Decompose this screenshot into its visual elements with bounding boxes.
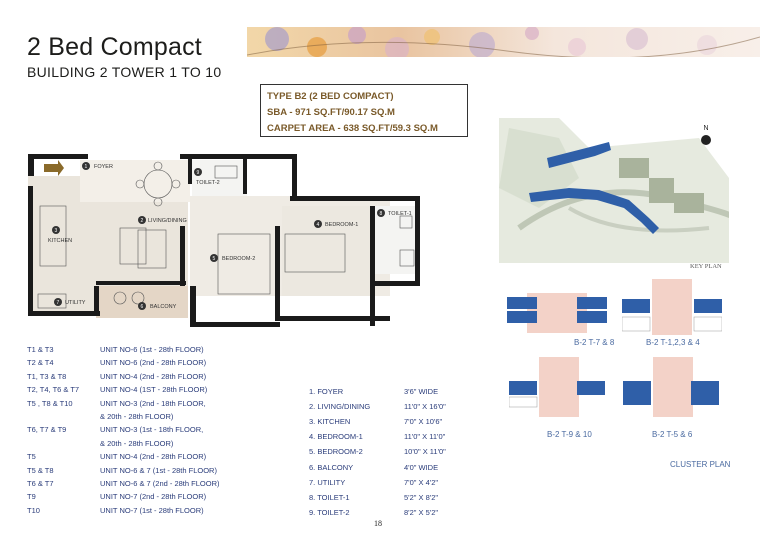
marker-8: 8 [380,211,383,217]
page-subtitle: BUILDING 2 TOWER 1 TO 10 [27,64,222,80]
cluster-label-t7-8: B-2 T-7 & 8 [574,338,615,347]
label-balcony: BALCONY [150,304,177,310]
north-label: N [704,125,709,132]
label-utility: UTILITY [65,300,86,306]
key-plan-map: N [499,118,729,263]
label-kitchen: KITCHEN [48,238,72,244]
marker-9: 9 [197,170,200,176]
marker-3: 3 [55,228,58,234]
decorative-banner-image [247,27,760,57]
floor-plan: 1 FOYER 9 TOILET-2 2 LIVING/DINING 3 KIT… [28,154,420,327]
marker-1: 1 [85,164,88,170]
marker-5: 5 [213,256,216,262]
super-built-area: SBA - 971 SQ.FT/90.17 SQ.M [267,107,395,118]
room-markers: 1 FOYER 9 TOILET-2 2 LIVING/DINING 3 KIT… [48,162,412,310]
cluster-plan-t5-6 [623,357,719,417]
marker-2: 2 [141,218,144,224]
label-toilet2: TOILET-2 [196,180,220,186]
label-bedroom1: BEDROOM-1 [325,222,358,228]
unit-type-box: TYPE B2 (2 BED COMPACT) SBA - 971 SQ.FT/… [260,84,468,137]
entry-arrow-icon [44,160,64,176]
marker-6: 6 [141,304,144,310]
label-toilet1: TOILET-1 [388,211,412,217]
cluster-label-t5-6: B-2 T-5 & 6 [652,430,693,439]
cluster-label-t9-10: B-2 T-9 & 10 [547,430,592,439]
carpet-area: CARPET AREA - 638 SQ.FT/59.3 SQ.M [267,123,438,134]
key-plan-label: KEY PLAN [690,263,722,270]
page-title: 2 Bed Compact [27,33,202,61]
walls [28,154,420,327]
label-bedroom2: BEDROOM-2 [222,256,255,262]
label-living: LIVING/DINING [148,218,187,224]
cluster-plan-title: CLUSTER PLAN [670,460,731,469]
cluster-label-t1-4: B-2 T-1,2,3 & 4 [646,338,700,347]
page-number: 18 [374,519,382,528]
cluster-plan-t9-10 [509,357,605,417]
label-foyer: FOYER [94,164,113,170]
unit-type: TYPE B2 (2 BED COMPACT) [267,91,394,102]
north-arrow-icon [701,135,711,145]
cluster-plan-t7-8 [507,293,607,333]
marker-4: 4 [317,222,320,228]
cluster-plan-t1-4 [622,279,722,335]
marker-7: 7 [57,300,60,306]
